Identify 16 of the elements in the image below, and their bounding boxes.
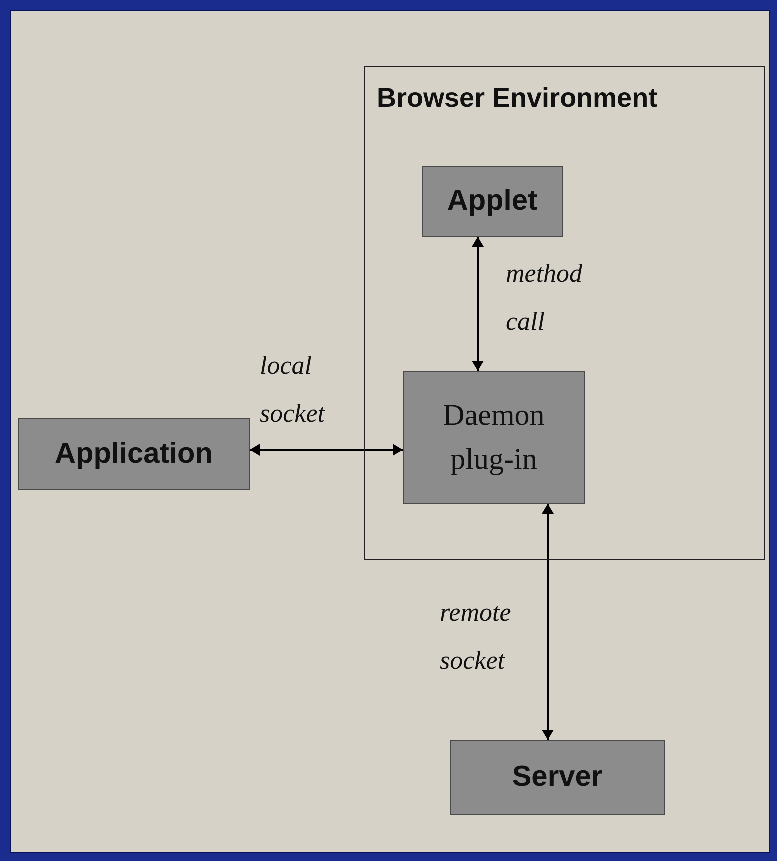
node-label: Application [55,436,213,472]
group-box [364,66,765,560]
group-title: Browser Environment [377,83,658,114]
edge-label: remote socket [440,597,512,677]
process-box [422,166,563,237]
edge-label: method call [506,258,584,338]
double-arrow [473,237,483,371]
double-arrow [250,445,403,455]
process-box [403,371,585,504]
node-label: Applet [447,184,538,220]
process-box [450,740,665,815]
node-label: Server [512,760,603,796]
process-box [18,418,250,490]
edge-label: local socket [260,350,326,430]
node-label: Daemon plug-in [442,398,546,478]
double-arrow [543,504,553,740]
